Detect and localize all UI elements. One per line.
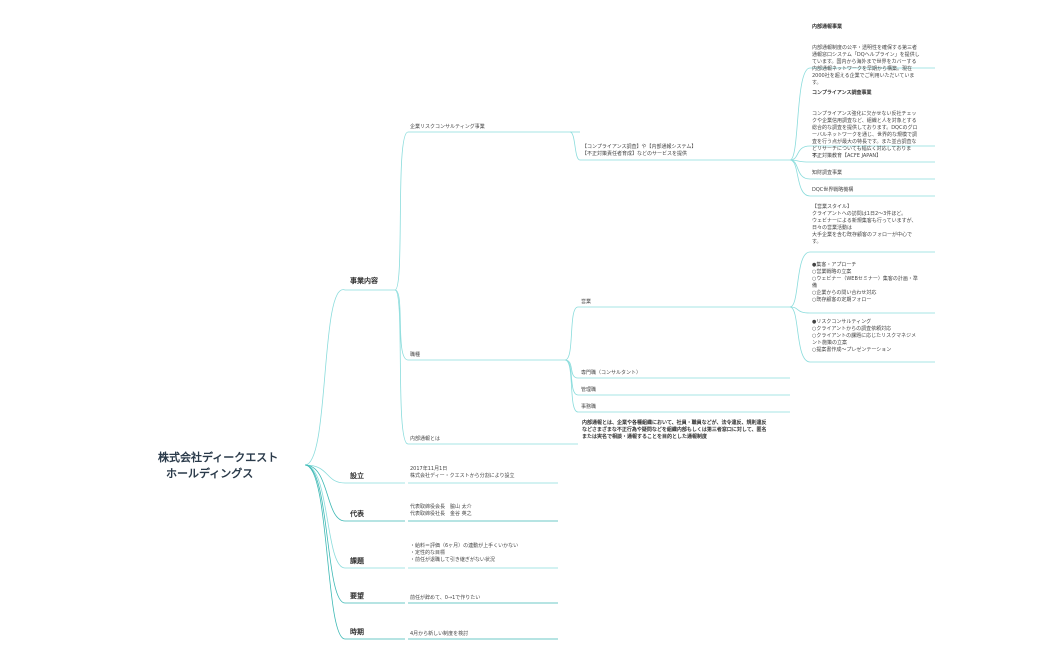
node-manager[interactable]: 管理職 (581, 387, 597, 393)
node-dqc-strategy[interactable]: DQC世界戦略機構 (812, 187, 854, 193)
node-timing[interactable]: 時期 (350, 628, 364, 636)
node-sales[interactable]: 営業 (581, 299, 592, 305)
node-request[interactable]: 要望 (350, 592, 364, 600)
node-specialist[interactable]: 専門職（コンサルタント） (581, 370, 642, 376)
node-job-types[interactable]: 職種 (410, 352, 421, 358)
node-representative[interactable]: 代表 (350, 510, 364, 518)
node-compliance-business[interactable]: コンプライアンス調査事業 コンプライアンス強化に欠かせない反社チェッ クや企業信… (812, 76, 917, 174)
node-issues[interactable]: 課題 (350, 557, 364, 565)
node-ip-research[interactable]: 知財調査事業 (812, 170, 843, 176)
node-timing-detail[interactable]: 4月から新しい制度を検討 (410, 631, 469, 637)
node-request-detail[interactable]: 前任が辞めて、0→1で作りたい (410, 595, 481, 601)
node-fraud-education[interactable]: 不正対策教育【ACFE JAPAN】 (812, 153, 882, 159)
node-naibu-business[interactable]: 内部通報事業 内部通報制度の公平・透明性を確保する第三者 通報窓口システム「DQ… (812, 10, 920, 101)
root-title-line2: ホールディングス (166, 467, 254, 480)
node-sales-tasks-acquisition[interactable]: ●集客・アプローチ ○営業戦略の立案 ○ウェビナー（WEBセミナー）集客の計画・… (812, 262, 918, 303)
compliance-business-body: コンプライアンス強化に欠かせない反社チェッ クや企業信用調査など、組織と人を対象… (812, 111, 918, 159)
node-consulting-business[interactable]: 企業リスクコンサルティング事業 (410, 124, 485, 130)
node-naibu-definition[interactable]: 内部通報とは、企業や各種組織において、社員・職員などが、法令違反、規則違反 など… (582, 420, 767, 440)
node-issues-detail[interactable]: ・給料＝評価（6ヶ月）の連動が上手くいかない ・定性的な目標 ・前任が退職して引… (410, 543, 519, 563)
naibu-business-title: 内部通報事業 (812, 24, 843, 30)
node-consulting-desc[interactable]: 【コンプライアンス調査】や【内部通報システム】 【不正対策責任者育成】などのサー… (582, 144, 697, 157)
node-representative-detail[interactable]: 代表取締役会長 脇山 太介 代表取締役社長 金谷 英之 (410, 504, 472, 517)
node-naibu-what[interactable]: 内部通報とは (410, 436, 441, 442)
node-sales-style[interactable]: 【営業スタイル】 クライアントへの訪問は1日2〜3件ほど。 ウェビナーによる新規… (812, 204, 917, 245)
node-office-staff[interactable]: 事務職 (581, 404, 597, 410)
node-business[interactable]: 事業内容 (350, 277, 378, 285)
root-node[interactable]: 株式会社ディークエスト ホールディングス (158, 450, 278, 482)
compliance-business-title: コンプライアンス調査事業 (812, 90, 872, 96)
node-sales-tasks-consulting[interactable]: ●リスクコンサルティング ○クライアントからの調査依頼対応 ○クライアントの課題… (812, 319, 917, 353)
node-founding[interactable]: 設立 (350, 472, 364, 480)
naibu-business-body: 内部通報制度の公平・透明性を確保する第三者 通報窓口システム「DQヘルプライン」… (812, 45, 920, 86)
root-title-line1: 株式会社ディークエスト (158, 451, 279, 464)
node-founding-detail[interactable]: 2017年11月1日 株式会社ディー・クエストから分割により設立 (410, 466, 515, 479)
